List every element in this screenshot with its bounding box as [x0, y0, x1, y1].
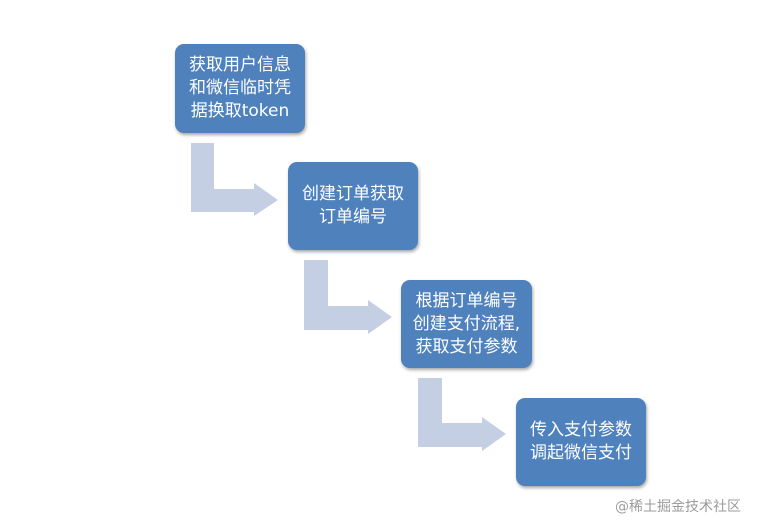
- step-2-line-1: 创建订单获取: [302, 184, 404, 204]
- bent-arrow-2: [304, 260, 392, 334]
- step-create-order: 创建订单获取 订单编号: [288, 162, 418, 250]
- step-3-line-2: 创建支付流程,: [412, 313, 521, 334]
- bent-arrow-1: [191, 143, 278, 216]
- watermark: @稀土掘金技术社区: [615, 499, 741, 515]
- step-get-user-info-token: 获取用户信息 和微信临时凭 据换取token: [175, 44, 305, 133]
- step-3-line-3: 获取支付参数: [415, 336, 518, 357]
- step-4-line-2: 调起微信支付: [530, 443, 632, 463]
- step-1-line-1: 获取用户信息: [189, 55, 291, 75]
- step-1-line-2: 和微信临时凭: [189, 78, 291, 98]
- bent-arrow-3: [418, 378, 506, 451]
- step-3-line-1: 根据订单编号: [415, 290, 518, 311]
- step-invoke-wechat-pay: 传入支付参数 调起微信支付: [516, 398, 646, 486]
- step-2-line-2: 订单编号: [319, 207, 387, 227]
- step-4-line-1: 传入支付参数: [530, 420, 632, 440]
- step-create-payment-flow: 根据订单编号 创建支付流程, 获取支付参数: [401, 280, 532, 368]
- step-1-line-3: 据换取token: [190, 101, 290, 121]
